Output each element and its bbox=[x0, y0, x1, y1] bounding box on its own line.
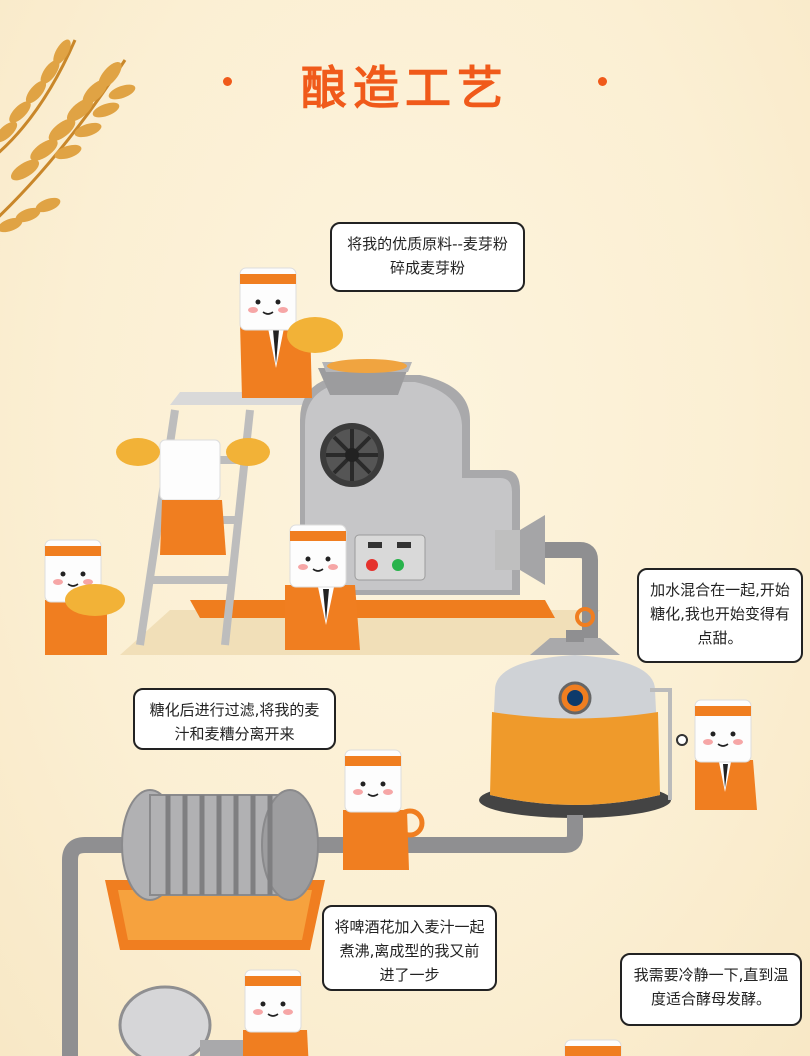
malt-mill bbox=[300, 359, 545, 595]
lauter-filter bbox=[105, 789, 425, 950]
bubble-mashing: 加水混合在一起,开始糖化,我也开始变得有点甜。 bbox=[637, 568, 803, 663]
can-character-boiling bbox=[243, 969, 309, 1056]
wheat-bundle-icons bbox=[65, 317, 343, 616]
bubble-cooling: 我需要冷静一下,直到温度适合酵母发酵。 bbox=[620, 953, 802, 1026]
page-title: 酿造工艺 bbox=[301, 61, 509, 115]
can-character-cooling bbox=[564, 1039, 622, 1056]
wheat-decoration bbox=[0, 39, 136, 233]
title-dot-left bbox=[223, 77, 232, 86]
valve-icon bbox=[575, 607, 595, 627]
floor-shadow bbox=[120, 610, 600, 655]
title-dot-right bbox=[598, 77, 607, 86]
bubble-boiling: 将啤酒花加入麦汁一起煮沸,离成型的我又前进了一步 bbox=[322, 905, 497, 991]
bubble-milling: 将我的优质原料--麦芽粉碎成麦芽粉 bbox=[330, 222, 525, 292]
pipe-mill-to-tun bbox=[545, 542, 598, 650]
mill-base bbox=[190, 600, 555, 618]
can-character-mashing bbox=[694, 699, 757, 810]
mash-tun bbox=[479, 630, 688, 818]
can-character-ladder bbox=[159, 439, 226, 555]
boil-kettle bbox=[118, 985, 212, 1056]
bubble-lautering: 糖化后进行过滤,将我的麦汁和麦糟分离开来 bbox=[133, 688, 336, 750]
can-character-lautering bbox=[343, 749, 409, 870]
pipe-tun-to-lauter bbox=[62, 815, 583, 1056]
can-character-buttons bbox=[285, 524, 360, 650]
